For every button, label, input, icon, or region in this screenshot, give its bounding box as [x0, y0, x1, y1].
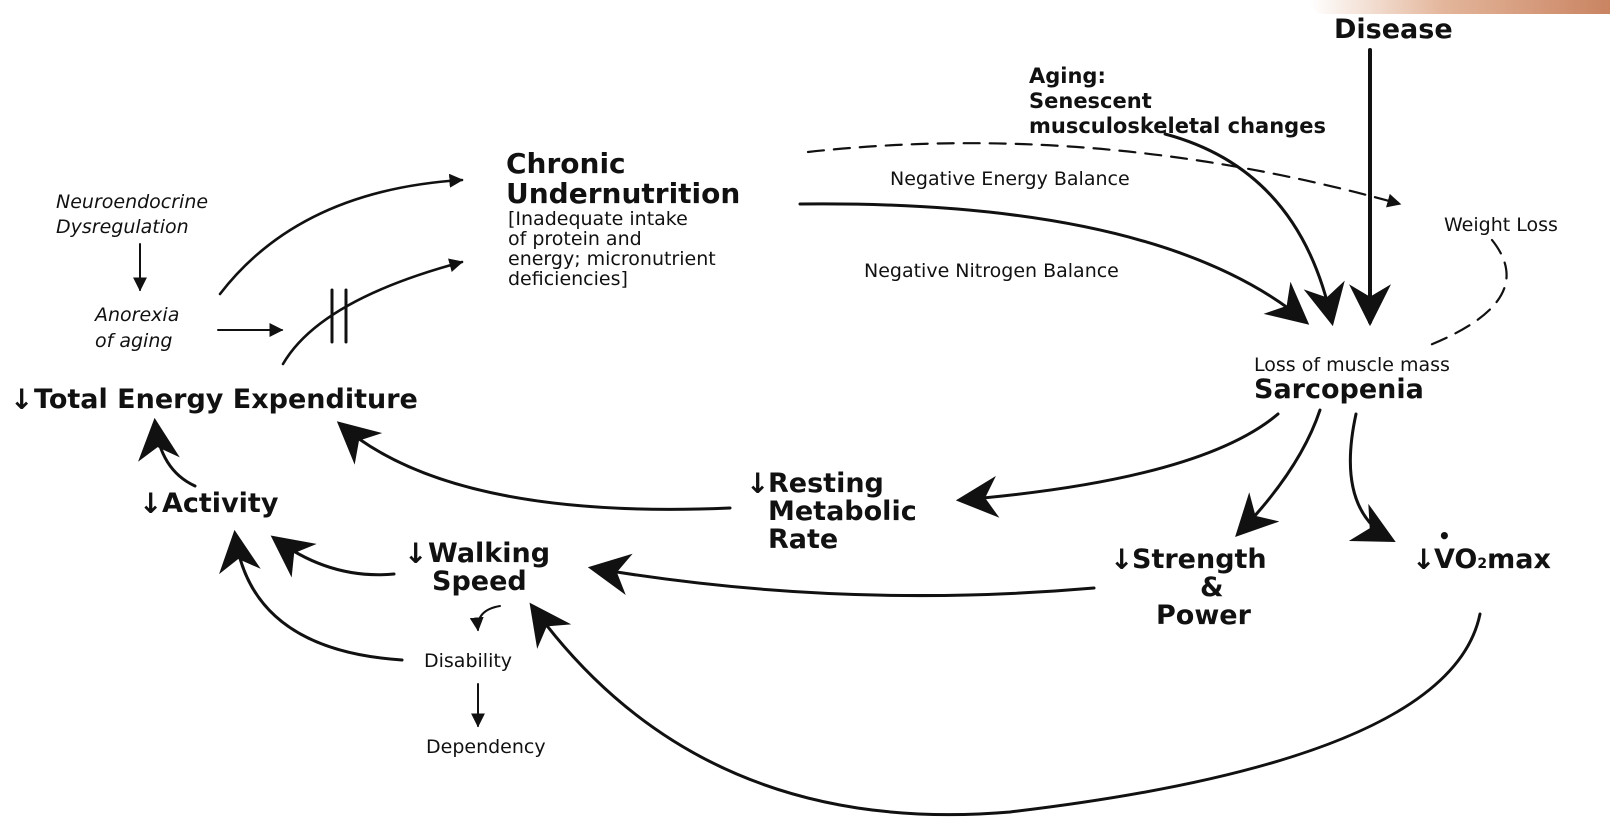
arrow-walking-to-activity [270, 535, 396, 578]
disability-label: Disability [424, 650, 513, 672]
dependency-label: Dependency [426, 736, 546, 758]
resting-line-2: Metabolic [768, 496, 917, 527]
arrow-sarcopenia-to-vo2 [1348, 412, 1396, 542]
arrow-sarcopenia-to-strength [1235, 408, 1322, 538]
aging-line-1: Senescent [1029, 89, 1152, 113]
vo2-dot: • [1438, 524, 1451, 548]
weight-loss-label: Weight Loss [1444, 214, 1558, 236]
activity-down-arrow: ↓ [139, 487, 163, 520]
neuro-line-2: Dysregulation [56, 216, 189, 238]
arrow-walking-to-disability [469, 605, 501, 632]
vo2-main: VO [1434, 544, 1478, 575]
aging-line-2: musculoskeletal changes [1029, 114, 1326, 138]
disease-label: Disease [1334, 14, 1453, 45]
chronic-desc-3: energy; micronutrient [508, 248, 716, 270]
arrow-anorexia-to-chronic [218, 173, 464, 296]
activity-label: Activity [162, 488, 279, 519]
vo2-label: VO2max [1434, 546, 1551, 573]
strength-line-2: & [1200, 572, 1224, 603]
anorexia-line-1: Anorexia [95, 304, 180, 326]
walking-line-2: Speed [432, 566, 527, 597]
total-energy-label: Total Energy Expenditure [34, 384, 418, 415]
arrow-vo2-to-walking [529, 602, 1482, 817]
corner-photo-fragment [1310, 0, 1610, 14]
arrow-activity-to-energy [138, 417, 197, 488]
dashed-weightloss-to-sarcopenia [1428, 238, 1508, 347]
vo2-subscript: 2 [1477, 556, 1488, 572]
loss-muscle-label: Loss of muscle mass [1254, 354, 1450, 376]
resting-line-3: Rate [768, 524, 839, 555]
chronic-title-2: Undernutrition [506, 177, 741, 210]
negative-nitrogen-balance-label: Negative Nitrogen Balance [864, 260, 1119, 282]
negative-energy-balance-label: Negative Energy Balance [890, 168, 1130, 190]
arrow-disability-to-activity [219, 529, 404, 662]
resting-line-1: Resting [768, 468, 884, 499]
chronic-desc-2: of protein and [508, 228, 642, 250]
arrow-energy-to-chronic [281, 258, 464, 366]
arrow-aging-to-sarcopenia [1163, 132, 1345, 327]
chronic-desc-1: [Inadequate intake [508, 208, 688, 230]
chronic-desc-4: deficiencies] [508, 268, 628, 290]
vo2-down-arrow: ↓ [1412, 543, 1436, 576]
arrow-strength-to-walking [587, 553, 1096, 598]
strength-line-1: Strength [1132, 544, 1267, 575]
walking-down-arrow: ↓ [404, 537, 428, 570]
anorexia-line-2: of aging [95, 330, 173, 352]
arrow-resting-to-energy [336, 421, 732, 511]
neuro-line-1: Neuroendocrine [56, 191, 209, 213]
vo2-suffix: max [1487, 544, 1551, 575]
resting-down-arrow: ↓ [746, 467, 770, 500]
arrow-sarcopenia-to-resting [955, 412, 1280, 518]
strength-line-3: Power [1156, 600, 1251, 631]
arrow-chronic-to-sarcopenia [798, 202, 1310, 325]
dashed-chronic-to-weightloss [806, 142, 1402, 208]
total-energy-down-arrow: ↓ [10, 383, 34, 416]
chronic-title-1: Chronic [506, 147, 626, 180]
sarcopenia-label: Sarcopenia [1254, 374, 1424, 405]
aging-title: Aging: [1029, 64, 1106, 88]
strength-down-arrow: ↓ [1110, 543, 1134, 576]
walking-line-1: Walking [428, 538, 551, 569]
